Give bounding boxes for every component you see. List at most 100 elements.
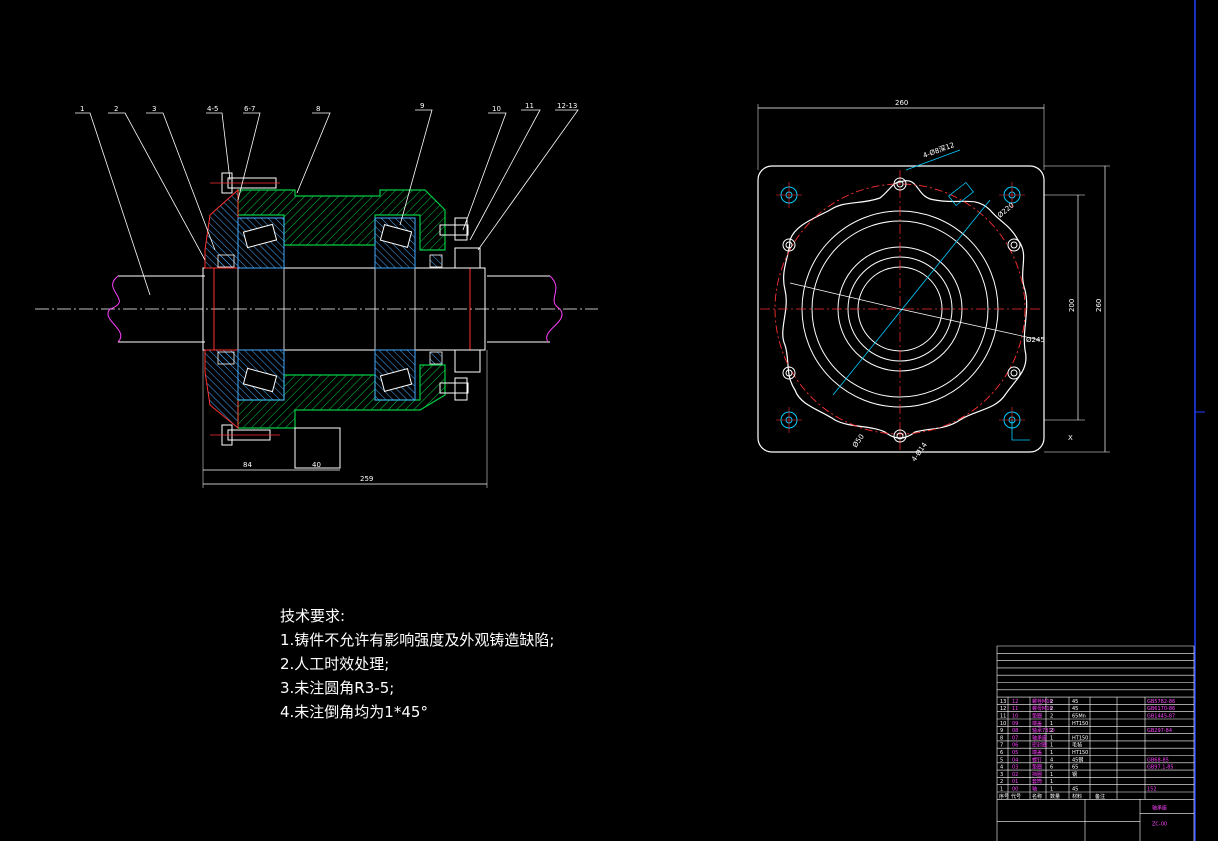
callout-dia-220: Ø220	[996, 201, 1016, 219]
parts-row-standard: GB5782-86	[1147, 699, 1175, 705]
parts-header-cell: 备注	[1095, 793, 1105, 800]
parts-row-material: 65Mn	[1072, 714, 1086, 720]
technical-requirements: 技术要求: 1.铸件不允许有影响强度及外观铸造缺陷; 2.人工时效处理; 3.未…	[280, 604, 554, 724]
parts-row-code: 03	[1012, 765, 1018, 771]
tech-item-1: 1.铸件不允许有影响强度及外观铸造缺陷;	[280, 631, 555, 649]
parts-row-no: 1	[1000, 787, 1003, 793]
part-label-1: 1	[80, 105, 84, 113]
tech-item-3: 3.未注圆角R3-5;	[280, 679, 395, 697]
parts-row-material: 45	[1072, 706, 1078, 712]
parts-row-code: 05	[1012, 750, 1018, 756]
drawing-name: 轴承座	[1152, 804, 1167, 811]
parts-header-cell: 代号	[1011, 793, 1021, 800]
parts-row-no: 8	[1000, 735, 1003, 741]
callout-dia-245: Ø245	[1026, 336, 1045, 344]
parts-header-cell: 名称	[1032, 793, 1042, 800]
parts-row-no: 11	[1000, 714, 1006, 720]
parts-row-name: 轴承座	[1032, 734, 1047, 741]
dim-height-200: 200	[1068, 299, 1076, 312]
parts-row-code: 00	[1012, 787, 1018, 793]
part-label-2: 2	[114, 105, 118, 113]
parts-row-code: 09	[1012, 721, 1018, 727]
parts-row-qty: 1	[1050, 787, 1053, 793]
dim-84: 84	[243, 461, 252, 469]
parts-row-name: 端盖	[1032, 749, 1042, 756]
parts-row-code: 01	[1012, 779, 1018, 785]
parts-row-standard: GB68-85	[1147, 757, 1169, 763]
parts-row-material: 45	[1072, 699, 1078, 705]
parts-row-no: 12	[1000, 706, 1006, 712]
parts-row-code: 02	[1012, 772, 1018, 778]
parts-row-code: 08	[1012, 728, 1018, 734]
parts-row-no: 6	[1000, 750, 1003, 756]
parts-row-qty: 1	[1050, 779, 1053, 785]
parts-row-material: HT150	[1072, 750, 1088, 756]
parts-row-standard: 152	[1147, 787, 1157, 793]
parts-row-standard: GB97.1-85	[1147, 765, 1174, 771]
part-label-8: 8	[316, 105, 320, 113]
callout-holes-top: 4-Ø8深12	[922, 140, 956, 160]
parts-row-qty: 1	[1050, 735, 1053, 741]
parts-row-material: 45钢	[1072, 756, 1083, 763]
parts-row-material: HT150	[1072, 721, 1088, 727]
parts-row-material: 毛毡	[1072, 742, 1082, 749]
parts-header-cell: 材料	[1072, 793, 1082, 800]
parts-row-no: 2	[1000, 779, 1003, 785]
parts-row-name: 垫圈	[1032, 713, 1042, 720]
tech-title: 技术要求:	[280, 607, 346, 625]
tech-item-2: 2.人工时效处理;	[280, 655, 390, 673]
parts-row-qty: 1	[1050, 721, 1053, 727]
dim-40: 40	[312, 461, 321, 469]
end-view	[757, 104, 1110, 453]
parts-row-standard: GB1445-87	[1147, 714, 1175, 720]
parts-row-qty: 1	[1050, 750, 1053, 756]
part-label-3: 3	[152, 105, 156, 113]
parts-row-qty: 6	[1050, 765, 1053, 771]
parts-row-qty: 1	[1050, 772, 1053, 778]
part-label-6-7: 6-7	[244, 105, 255, 113]
parts-row-code: 12	[1012, 699, 1018, 705]
parts-row-code: 06	[1012, 743, 1018, 749]
parts-row-no: 10	[1000, 721, 1006, 727]
parts-row-standard: GB297-84	[1147, 728, 1172, 734]
parts-row-name: 螺栓M16	[1032, 698, 1053, 705]
parts-header-cell: 数量	[1050, 793, 1060, 800]
dim-259: 259	[360, 475, 373, 483]
parts-row-no: 13	[1000, 699, 1006, 705]
parts-row-standard: GB6170-86	[1147, 706, 1175, 712]
drawing-code: ZC-00	[1152, 821, 1167, 827]
parts-row-name: 轴	[1032, 786, 1037, 793]
parts-row-material: 钢	[1072, 771, 1077, 778]
dim-width-260: 260	[895, 99, 908, 107]
part-label-11: 11	[525, 102, 534, 110]
parts-row-no: 7	[1000, 743, 1003, 749]
parts-row-material: 65	[1072, 765, 1078, 771]
parts-header-cell: 序号	[999, 793, 1009, 800]
axis-mark: X	[1068, 434, 1073, 442]
parts-row-name: 挡圈	[1032, 771, 1042, 778]
parts-row-material: 45	[1072, 787, 1078, 793]
parts-row-name: 套筒	[1032, 778, 1042, 785]
callout-bottom-50: Ø50	[851, 433, 866, 449]
dim-height-260: 260	[1095, 299, 1103, 312]
parts-row-no: 5	[1000, 757, 1003, 763]
parts-row-qty: 2	[1050, 728, 1053, 734]
parts-row-material: HT150	[1072, 735, 1088, 741]
parts-row-name: 密封圈	[1032, 742, 1047, 749]
parts-row-code: 07	[1012, 735, 1018, 741]
section-view	[35, 109, 598, 488]
part-label-10: 10	[492, 105, 501, 113]
part-label-12-13: 12-13	[557, 102, 577, 110]
parts-row-qty: 2	[1050, 714, 1053, 720]
parts-row-no: 4	[1000, 765, 1003, 771]
part-label-9: 9	[420, 102, 424, 110]
part-label-4-5: 4-5	[207, 105, 218, 113]
parts-row-qty: 1	[1050, 743, 1053, 749]
parts-row-name: 轴承7310	[1032, 727, 1055, 734]
parts-row-name: 螺母M16	[1032, 705, 1053, 712]
parts-row-code: 11	[1012, 706, 1018, 712]
parts-row-qty: 2	[1050, 706, 1053, 712]
parts-row-code: 04	[1012, 757, 1018, 763]
